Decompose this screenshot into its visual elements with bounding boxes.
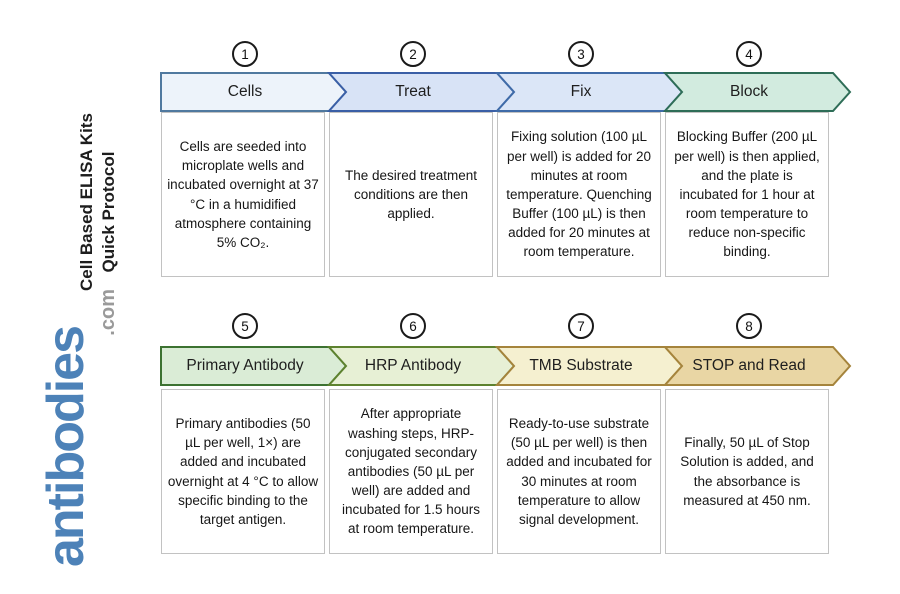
- brand-tld: .com: [97, 289, 119, 336]
- step-number-7: 7: [577, 318, 585, 334]
- step-number-6: 6: [409, 318, 417, 334]
- step-description-2: The desired treatment conditions are the…: [344, 167, 478, 222]
- step-number-badge-3: 3: [568, 41, 594, 67]
- step-description-box-7: Ready-to-use substrate (50 µL per well) …: [497, 389, 661, 554]
- step-number-badge-6: 6: [400, 313, 426, 339]
- step-description-3: Fixing solution (100 µL per well) is add…: [506, 129, 652, 260]
- step-description-box-2: The desired treatment conditions are the…: [329, 112, 493, 277]
- step-label-fix: Fix: [570, 83, 592, 100]
- step-number-badge-5: 5: [232, 313, 258, 339]
- page-title: Cell Based ELISA Kits Quick Protocol: [76, 113, 128, 291]
- step-number-8: 8: [745, 318, 753, 334]
- page-title-line1: Cell Based ELISA Kits: [77, 113, 96, 291]
- step-number-badge-2: 2: [400, 41, 426, 67]
- step-description-5: Primary antibodies (50 µL per well, 1×) …: [167, 416, 319, 527]
- step-description-6: After appropriate washing steps, HRP-con…: [341, 406, 481, 537]
- step-description-box-5: Primary antibodies (50 µL per well, 1×) …: [161, 389, 325, 554]
- step-number-1: 1: [241, 46, 249, 62]
- step-description-4: Blocking Buffer (200 µL per well) is the…: [674, 129, 820, 260]
- process-arrow-row-2: [160, 346, 852, 386]
- step-number-4: 4: [745, 46, 753, 62]
- step-number-2: 2: [409, 46, 417, 62]
- step-label-stop-and-read: STOP and Read: [692, 357, 806, 374]
- process-arrow-row-1: [160, 72, 852, 112]
- step-label-block: Block: [730, 83, 768, 100]
- step-description-1: Cells are seeded into microplate wells a…: [167, 139, 319, 250]
- step-description-box-8: Finally, 50 µL of Stop Solution is added…: [665, 389, 829, 554]
- step-arrow-block: [662, 72, 852, 112]
- step-description-8: Finally, 50 µL of Stop Solution is added…: [680, 435, 814, 508]
- step-description-box-4: Blocking Buffer (200 µL per well) is the…: [665, 112, 829, 277]
- step-number-badge-4: 4: [736, 41, 762, 67]
- step-number-3: 3: [577, 46, 585, 62]
- step-description-7: Ready-to-use substrate (50 µL per well) …: [506, 416, 652, 527]
- step-label-treat: Treat: [395, 83, 431, 100]
- step-label-primary-antibody: Primary Antibody: [186, 357, 304, 374]
- step-label-tmb-substrate: TMB Substrate: [529, 357, 633, 374]
- step-number-badge-8: 8: [736, 313, 762, 339]
- step-arrow-stop-and-read: [662, 346, 852, 386]
- step-number-badge-7: 7: [568, 313, 594, 339]
- step-label-cells: Cells: [227, 83, 263, 100]
- step-description-box-1: Cells are seeded into microplate wells a…: [161, 112, 325, 277]
- step-number-5: 5: [241, 318, 249, 334]
- step-number-badge-1: 1: [232, 41, 258, 67]
- page-title-line2: Quick Protocol: [99, 151, 119, 273]
- step-label-hrp-antibody: HRP Antibody: [364, 357, 462, 374]
- antibodies-logo: antibodies .com: [37, 287, 128, 567]
- step-description-box-3: Fixing solution (100 µL per well) is add…: [497, 112, 661, 277]
- step-description-box-6: After appropriate washing steps, HRP-con…: [329, 389, 493, 554]
